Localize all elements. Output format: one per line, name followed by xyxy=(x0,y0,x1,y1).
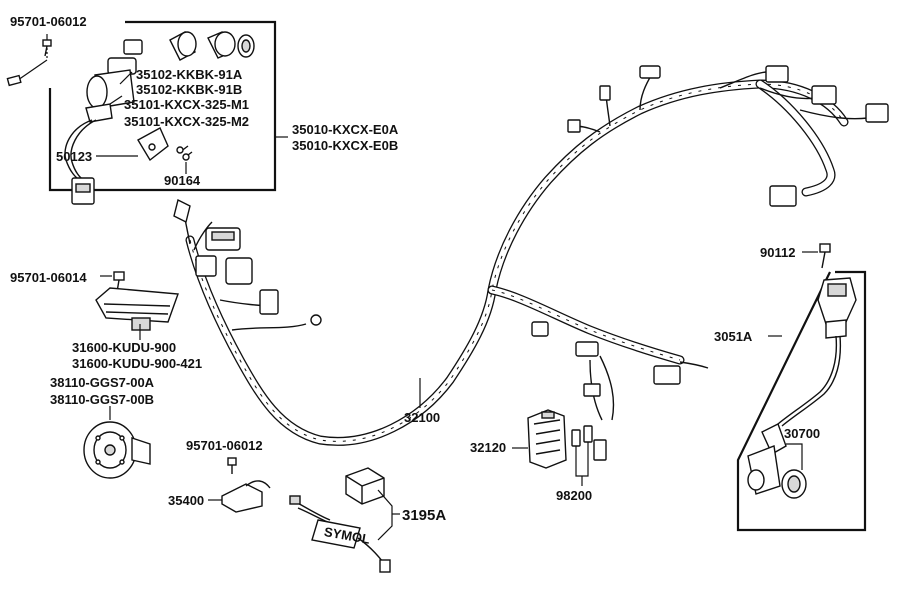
label-31600-kudu-900-421: 31600-KUDU-900-421 xyxy=(72,356,202,371)
label-95701-06012-top: 95701-06012 xyxy=(10,14,87,29)
label-50123: 50123 xyxy=(56,149,92,164)
bolt-95701-06012-top xyxy=(6,34,52,87)
fuse-98200 xyxy=(571,425,593,447)
label-35010-kxcx-e0b: 35010-KXCX-E0B xyxy=(292,138,398,153)
label-90164: 90164 xyxy=(164,173,201,188)
label-32100: 32100 xyxy=(404,410,440,425)
label-35101-kxcx-325-m1: 35101-KXCX-325-M1 xyxy=(124,97,249,112)
fuse-holder-32120 xyxy=(527,409,567,469)
ignition-switch-group-box xyxy=(48,20,277,192)
label-38110-ggs7-00a: 38110-GGS7-00A xyxy=(50,375,155,390)
screws-90164 xyxy=(176,145,193,161)
label-3051a: 3051A xyxy=(714,329,753,344)
regulator-rectifier xyxy=(95,287,179,331)
label-30700: 30700 xyxy=(784,426,820,441)
ignition-switch xyxy=(64,39,143,205)
label-3195a: 3195A xyxy=(402,507,446,524)
label-35102-kkbk-91b: 35102-KKBK-91B xyxy=(136,82,242,97)
label-35102-kkbk-91a: 35102-KKBK-91A xyxy=(136,67,243,82)
horn xyxy=(83,421,151,479)
bolt-90112 xyxy=(819,243,831,269)
label-38110-ggs7-00b: 38110-GGS7-00B xyxy=(50,392,154,407)
relay-3195a xyxy=(345,467,385,505)
ignition-coil-group-box xyxy=(736,270,867,532)
spark-plug-cap xyxy=(747,423,787,495)
main-wiring-harness xyxy=(183,71,869,446)
harness-connectors-left xyxy=(173,198,322,326)
harness-sub-3195a: SYMOL xyxy=(289,495,391,573)
ignition-coil xyxy=(777,277,857,427)
license-light-35400 xyxy=(221,480,271,513)
label-35400: 35400 xyxy=(168,493,204,508)
label-32120: 32120 xyxy=(470,440,506,455)
harness-connectors-right-lower xyxy=(531,321,709,461)
label-98200: 98200 xyxy=(556,488,592,503)
label-35010-kxcx-e0a: 35010-KXCX-E0A xyxy=(292,122,399,137)
bracket-50123 xyxy=(137,127,169,162)
label-90112: 90112 xyxy=(760,245,795,260)
label-95701-06014: 95701-06014 xyxy=(10,270,87,285)
label-31600-kudu-900: 31600-KUDU-900 xyxy=(72,340,176,355)
harness-connectors-top-right xyxy=(567,65,889,207)
key-cylinder-set xyxy=(169,31,255,61)
spark-plug-30700 xyxy=(781,469,807,499)
label-95701-06012-mid: 95701-06012 xyxy=(186,438,263,453)
label-35101-kxcx-325-m2: 35101-KXCX-325-M2 xyxy=(124,114,249,129)
bolt-95701-06012-mid xyxy=(227,457,237,474)
